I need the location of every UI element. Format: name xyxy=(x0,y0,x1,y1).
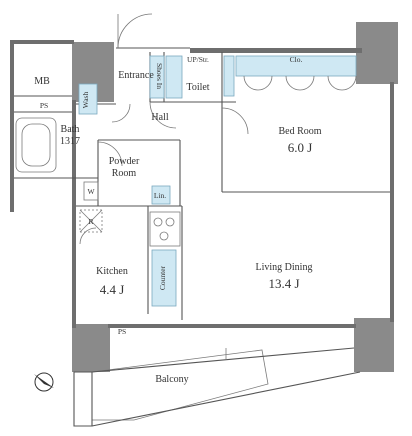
label-toilet: Toilet xyxy=(186,82,209,93)
label-bed-size: 6.0 J xyxy=(288,140,313,155)
label-hall: Hall xyxy=(151,112,168,123)
closet xyxy=(235,55,357,77)
label-counter: Counter xyxy=(158,265,167,290)
storage-areas xyxy=(78,55,357,307)
label-lin: Lin. xyxy=(154,191,166,200)
structural-walls xyxy=(10,22,398,372)
refrigerator-space xyxy=(79,209,103,233)
label-up-str: UP/Str. xyxy=(187,55,209,64)
label-bath: Bath xyxy=(61,124,80,135)
label-bed-room: Bed Room xyxy=(278,126,321,137)
wall-living-bottom xyxy=(108,324,356,328)
column-top-right xyxy=(356,22,398,84)
label-wash: Wash xyxy=(81,92,90,109)
toilet-storage xyxy=(223,55,235,97)
north-arrow-icon xyxy=(34,372,54,392)
counter-storage xyxy=(151,249,177,307)
label-ps-top: PS xyxy=(40,101,48,110)
linen-storage xyxy=(151,185,171,205)
label-clo: Clo. xyxy=(290,55,303,64)
wall-top-left xyxy=(10,40,74,44)
label-shoes-in: Shoes In xyxy=(155,63,164,89)
column-bottom-left xyxy=(72,324,110,372)
wall-right xyxy=(390,82,394,322)
wall-left-upper xyxy=(10,40,14,212)
wall-left xyxy=(72,100,76,328)
label-r: R xyxy=(88,217,93,226)
label-kitchen: Kitchen xyxy=(96,266,128,277)
room-labels: MB PS Bath 1317 Wash Entrance Shoes In U… xyxy=(34,55,322,385)
label-living-size: 13.4 J xyxy=(268,276,299,291)
label-mb: MB xyxy=(34,76,50,87)
wash-storage xyxy=(78,83,98,115)
label-balcony: Balcony xyxy=(155,374,188,385)
label-ps-bottom: PS xyxy=(118,327,126,336)
label-living-dining: Living Dining xyxy=(256,262,313,273)
label-bath-size: 1317 xyxy=(60,136,80,147)
label-powder-2: Room xyxy=(112,168,137,179)
bath-fixture xyxy=(15,117,57,173)
shoes-in-storage xyxy=(149,55,165,99)
label-entrance: Entrance xyxy=(118,70,154,81)
column-bottom-right xyxy=(354,318,394,372)
label-w: W xyxy=(87,187,95,196)
label-powder-1: Powder xyxy=(109,156,140,167)
up-storage xyxy=(165,55,183,99)
washer-space xyxy=(83,181,99,201)
wall-top xyxy=(190,48,362,53)
doors xyxy=(79,13,357,245)
kitchen-fixtures xyxy=(79,181,181,247)
balcony-area xyxy=(73,347,361,427)
label-kitchen-size: 4.4 J xyxy=(100,282,125,297)
